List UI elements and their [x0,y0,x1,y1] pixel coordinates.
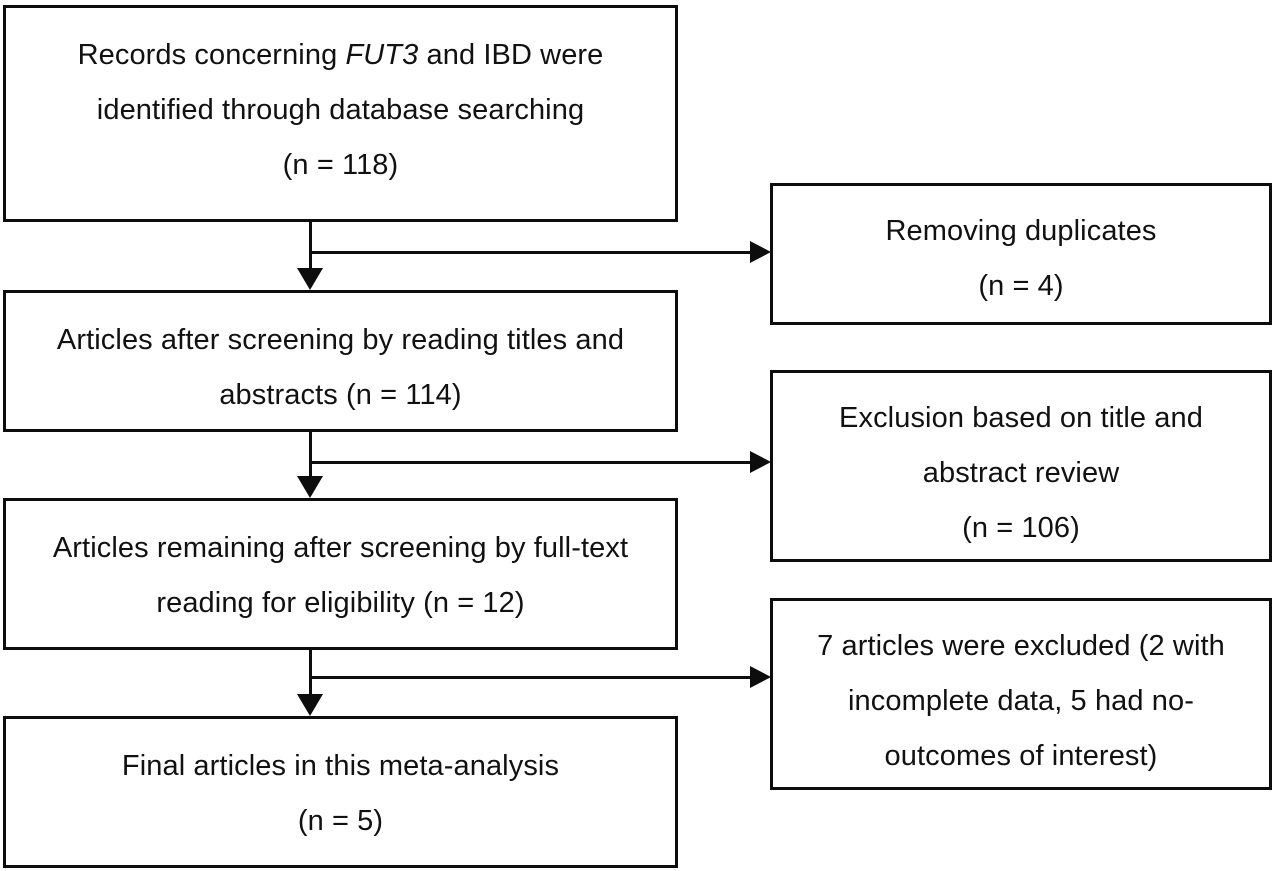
flow-box-records-identified: Records concerning FUT3 and IBD were iden… [3,5,678,222]
flow-box-after-full-text-screening-text: Articles remaining after screening by fu… [6,501,675,631]
exclusion2-line3: outcomes of interest) [884,740,1158,772]
connector-1-arrowhead-right [750,241,771,263]
exclusion2-line1: 7 articles were excluded (2 with [817,630,1225,662]
flow-box-after-title-abstract-screening-text: Articles after screening by reading titl… [6,293,675,423]
records-line2: identified through database searching [96,94,585,126]
connector-2-branch-line [309,461,751,464]
exclusion2-line2: incomplete data, 5 had no- [848,685,1194,717]
flow-box-final-articles: Final articles in this meta-analysis (n =… [3,716,678,868]
flow-box-exclusion-full-text-text: 7 articles were excluded (2 with incomple… [773,601,1269,784]
connector-2-arrowhead-down [297,476,323,498]
duplicates-line1: Removing duplicates [885,215,1157,247]
gene-name-italic: FUT3 [345,39,419,71]
connector-1-vertical-line [309,222,312,270]
records-line1-post: and IBD were [418,39,604,71]
connector-3-vertical-line [309,650,312,696]
connector-1-branch-line [309,251,751,254]
exclusion1-line1: Exclusion based on title and [839,402,1203,434]
records-count: (n = 118) [282,149,399,181]
connector-3-arrowhead-right [750,666,771,688]
flow-box-exclusion-title-abstract-text: Exclusion based on title and abstract rev… [773,373,1269,556]
duplicates-count: (n = 4) [978,270,1064,302]
flow-box-after-title-abstract-screening: Articles after screening by reading titl… [3,290,678,432]
flow-box-records-identified-text: Records concerning FUT3 and IBD were iden… [6,8,675,193]
connector-3-branch-line [309,676,751,679]
screening-line2: abstracts (n = 114) [219,379,462,411]
flow-box-removing-duplicates-text: Removing duplicates (n = 4) [773,186,1269,314]
flow-box-exclusion-full-text: 7 articles were excluded (2 with incomple… [770,598,1272,790]
exclusion1-line2: abstract review [922,457,1120,489]
connector-1-arrowhead-down [297,268,323,290]
fulltext-line2: reading for eligibility (n = 12) [156,587,525,619]
connector-2-arrowhead-right [750,451,771,473]
flow-box-final-articles-text: Final articles in this meta-analysis (n =… [6,719,675,849]
final-count: (n = 5) [297,805,384,837]
flow-box-after-full-text-screening: Articles remaining after screening by fu… [3,498,678,650]
records-line1-pre: Records concerning [77,39,346,71]
flow-box-removing-duplicates: Removing duplicates (n = 4) [770,183,1272,325]
screening-line1: Articles after screening by reading titl… [56,324,625,356]
flow-box-exclusion-title-abstract: Exclusion based on title and abstract rev… [770,370,1272,562]
final-line1: Final articles in this meta-analysis [121,750,560,782]
connector-2-vertical-line [309,432,312,478]
exclusion1-count: (n = 106) [962,512,1080,544]
connector-3-arrowhead-down [297,694,323,716]
fulltext-line1: Articles remaining after screening by fu… [52,532,629,564]
